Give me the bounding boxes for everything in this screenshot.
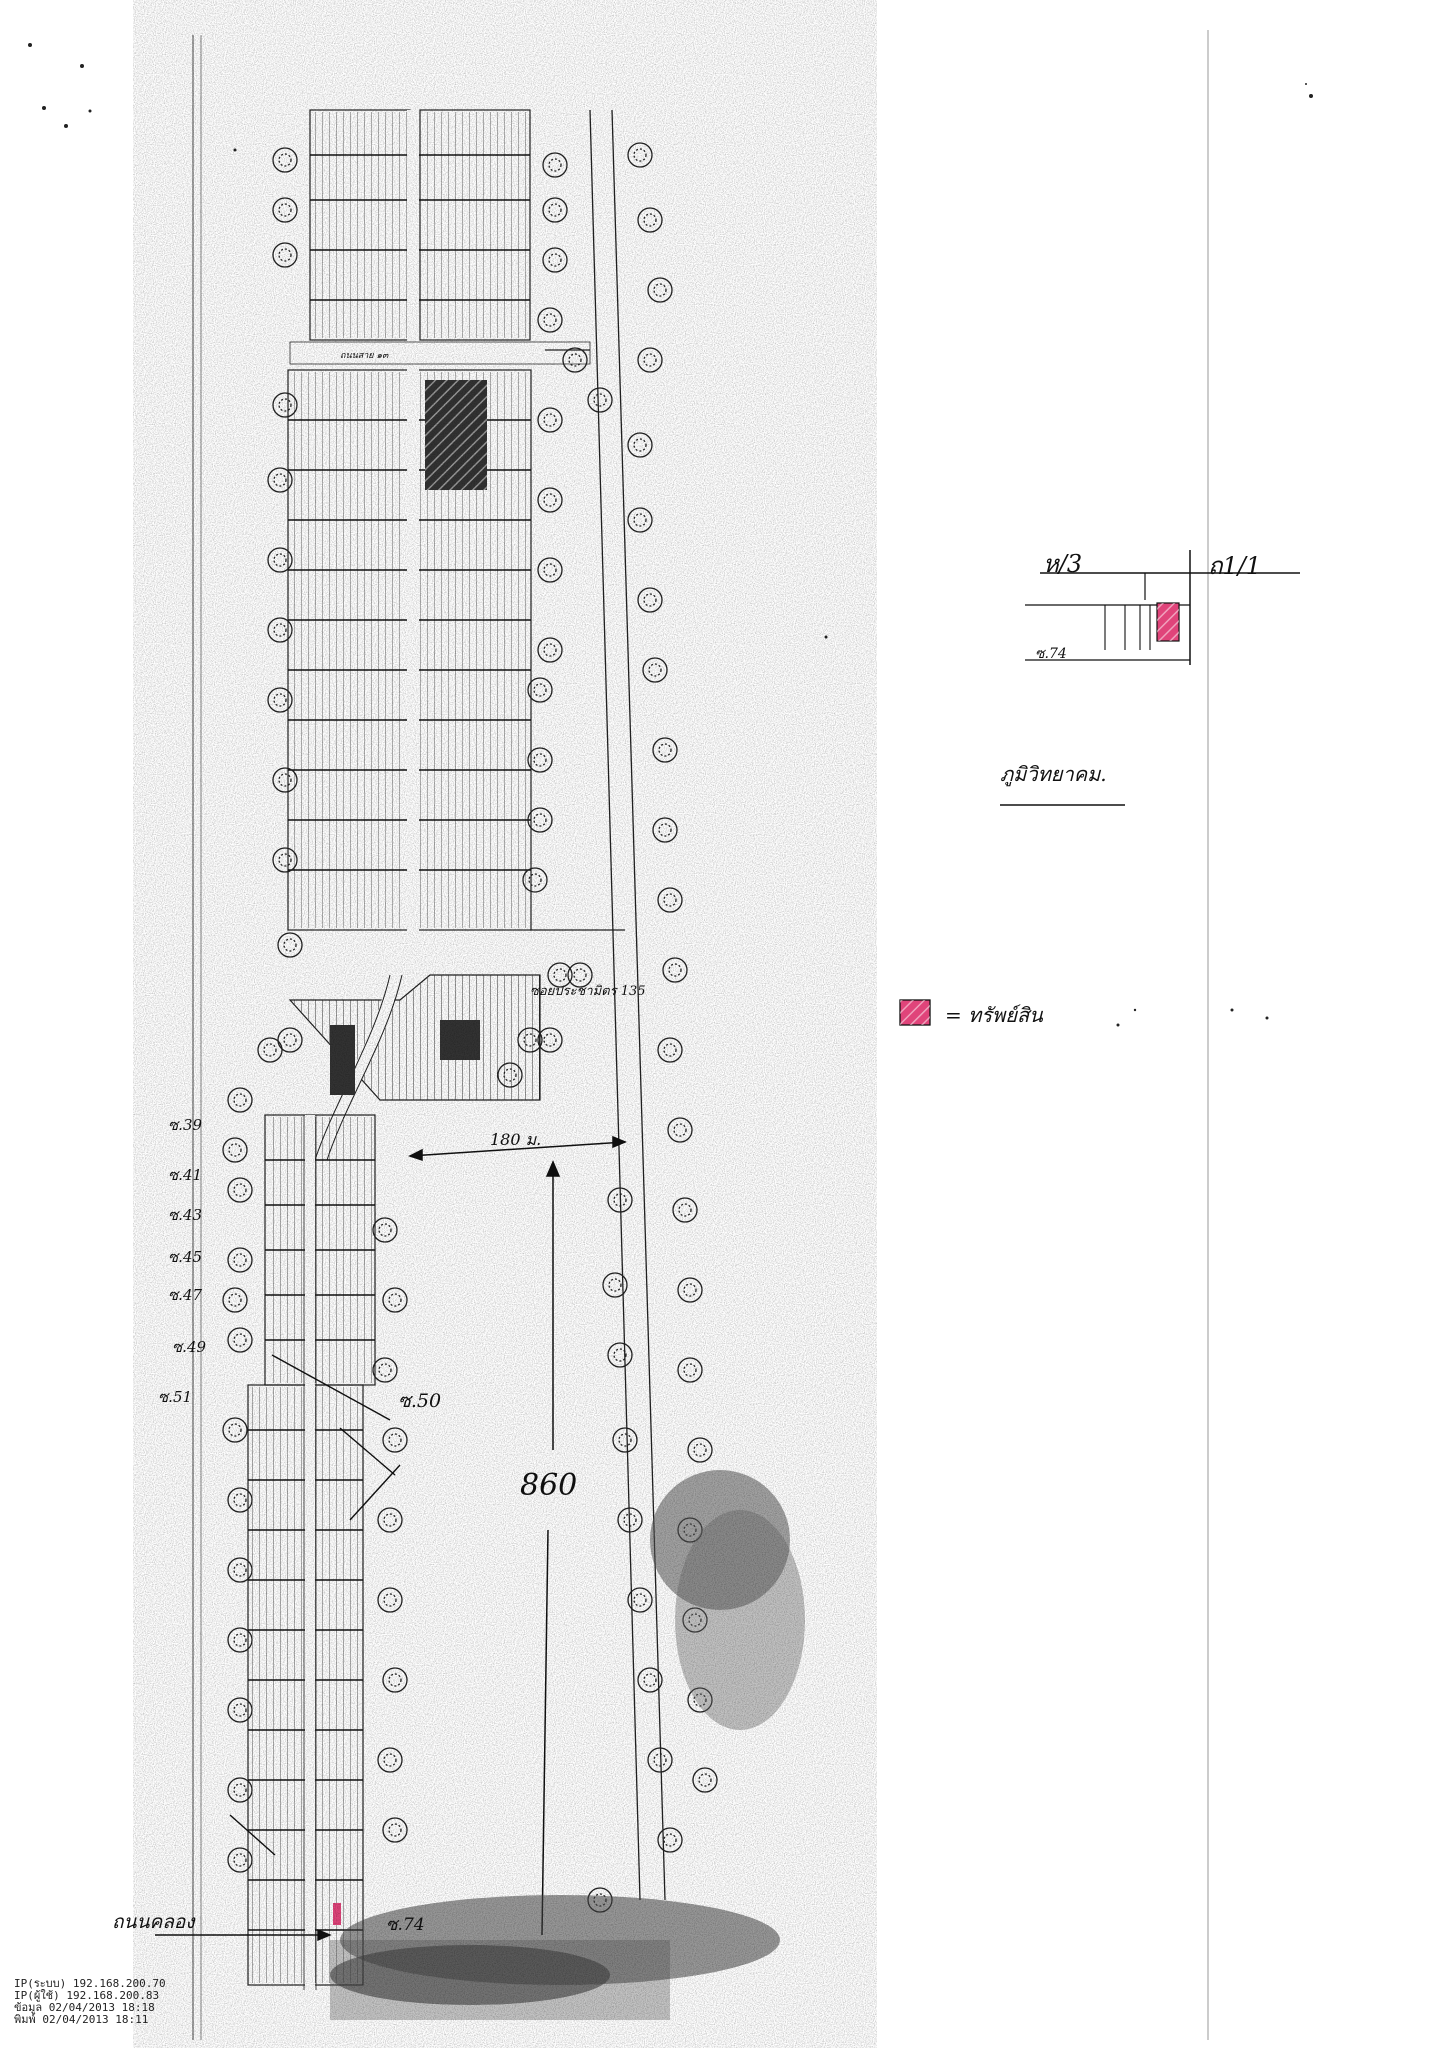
soi-left-label: ซ.39 xyxy=(168,1116,202,1134)
print-date-stamp: พิมพ์ 02/04/2013 18:11 xyxy=(14,2013,149,2026)
legend-text: = ทรัพย์สิน xyxy=(945,1003,1044,1027)
soi-left-label: ซ.41 xyxy=(168,1166,202,1184)
soi-left-label: ซ.47 xyxy=(168,1286,202,1304)
bottom-marker-label: ถนนคลอง xyxy=(112,1911,196,1933)
soi-left-label: ซ.51 xyxy=(158,1388,192,1406)
soi-left-labels: ซ.39ซ.41ซ.43ซ.45ซ.47ซ.49ซ.51 xyxy=(158,1116,206,1406)
data-date-stamp: ข้อมูล 02/04/2013 18:18 xyxy=(14,2001,155,2014)
inset-label-left: ห/3 xyxy=(1043,550,1082,578)
soi-left-label: ซ.45 xyxy=(168,1248,202,1266)
inset-caption: ภูมิวิทยาคม. xyxy=(1000,762,1107,787)
inset-label-right: ถ1/1 xyxy=(1208,552,1261,580)
inset-label-road: ซ.74 xyxy=(1035,646,1067,662)
legend xyxy=(899,999,931,1026)
soi-left-label: ซ.43 xyxy=(168,1206,202,1224)
inset-location-map xyxy=(1025,550,1300,665)
user-ip-stamp: IP(ผู้ใช้) 192.168.200.83 xyxy=(14,1989,160,2002)
system-ip-stamp: IP(ระบบ) 192.168.200.70 xyxy=(14,1977,166,1990)
